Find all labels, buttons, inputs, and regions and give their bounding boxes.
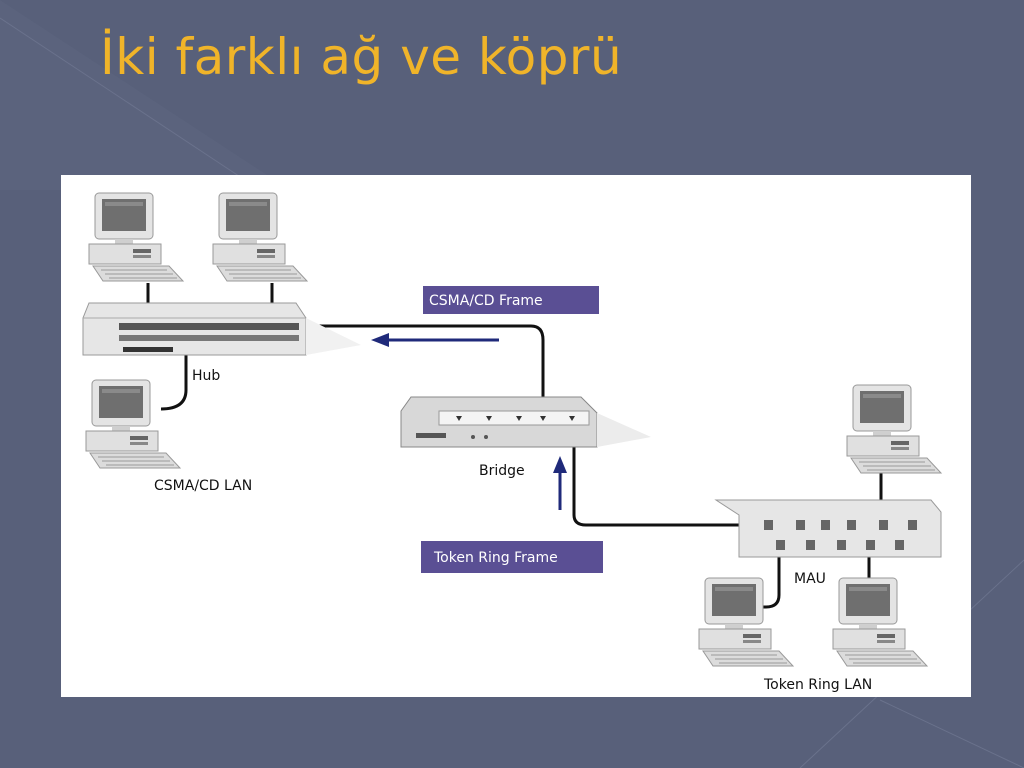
token-ring-lan-label: Token Ring LAN [763, 677, 872, 693]
csma-computer-3 [85, 379, 181, 469]
hub-device [82, 302, 361, 356]
csma-direction-arrow-icon [371, 333, 499, 347]
csma-lan-label: CSMA/CD LAN [154, 478, 252, 494]
csma-frame-label: CSMA/CD Frame [429, 293, 543, 309]
bridge-device [400, 396, 651, 448]
hub-label: Hub [192, 368, 220, 384]
csma-computer-1 [88, 192, 184, 282]
token-computer-3 [832, 577, 928, 667]
slide-title: İki farklı ağ ve köprü [100, 28, 623, 86]
network-cables [146, 283, 883, 609]
mau-label: MAU [794, 571, 826, 587]
token-direction-arrow-icon [553, 456, 567, 510]
csma-computer-2 [212, 192, 308, 282]
token-frame-tag [421, 541, 603, 573]
csma-frame-tag [423, 286, 599, 314]
token-frame-label: Token Ring Frame [433, 550, 558, 566]
token-computer-1 [846, 384, 942, 474]
bridge-label: Bridge [479, 463, 525, 479]
mau-device [714, 499, 942, 558]
network-diagram: Hub CSMA/CD LAN Bridge MAU T [61, 175, 971, 697]
